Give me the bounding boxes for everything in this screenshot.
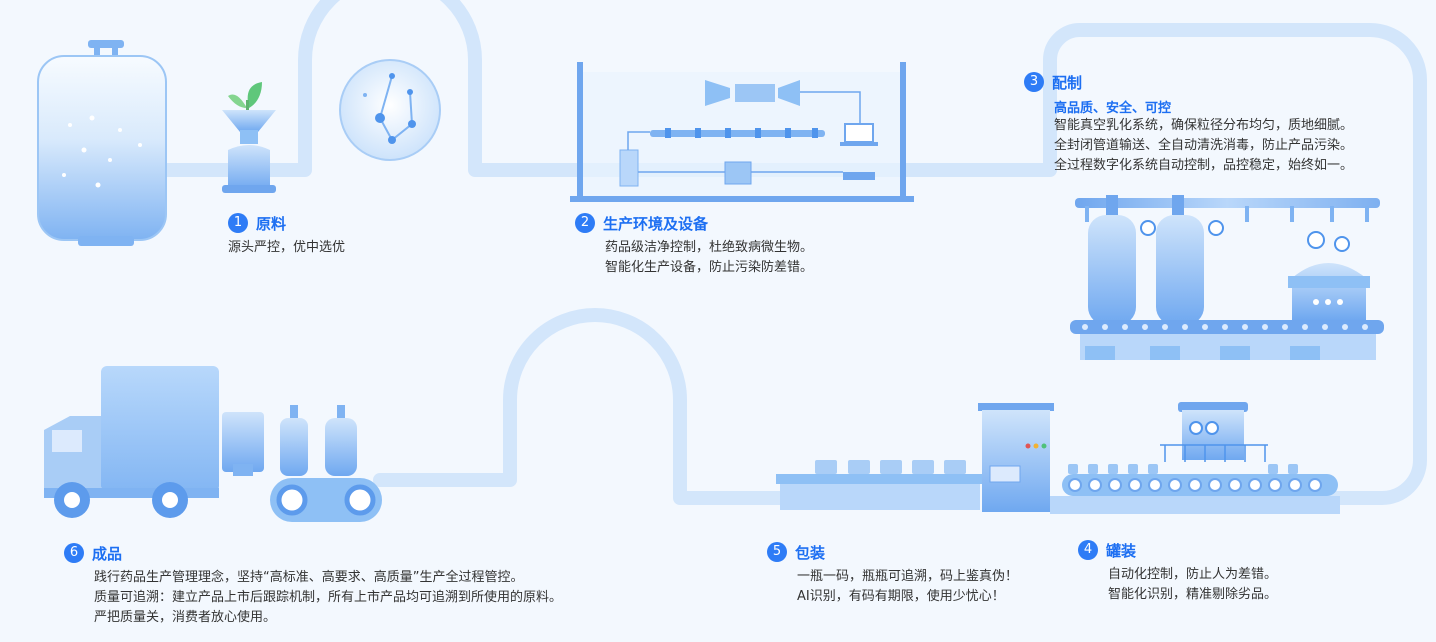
step-finished-product: 6 成品 践行药品生产管理理念，坚持“高标准、高要求、高质量”生产全过程管控。 … bbox=[64, 542, 562, 628]
step-title: 罐装 bbox=[1106, 541, 1137, 560]
mixing-tanks-icon bbox=[1070, 195, 1384, 360]
step-description: 智能真空乳化系统，确保粒径分布均匀，质地细腻。 bbox=[1054, 118, 1354, 133]
step-number: 5 bbox=[767, 542, 787, 562]
funnel-with-sprout-icon bbox=[222, 82, 276, 193]
step-number: 1 bbox=[228, 213, 248, 233]
step-number: 2 bbox=[575, 213, 595, 233]
step-description: 质量可追溯：建立产品上市后跟踪机制，所有上市产品均可追溯到所使用的原料。 bbox=[94, 590, 563, 605]
step-description: 全过程数字化系统自动控制，品控稳定，始终如一。 bbox=[1054, 158, 1354, 173]
step-description: 自动化控制，防止人为差错。 bbox=[1108, 567, 1278, 582]
step-filling: 4 罐装 自动化控制，防止人为差错。 智能化识别，精准剔除劣品。 bbox=[1078, 539, 1277, 605]
step-raw-material: 1 原料 源头严控，优中选优 bbox=[228, 212, 345, 258]
step-description: 践行药品生产管理理念，坚持“高标准、高要求、高质量”生产全过程管控。 bbox=[94, 570, 524, 585]
step-number: 4 bbox=[1078, 540, 1098, 560]
step-environment-equipment: 2 生产环境及设备 药品级洁净控制，杜绝致病微生物。 智能化生产设备，防止污染防… bbox=[575, 212, 813, 278]
step-description: 药品级洁净控制，杜绝致病微生物。 bbox=[605, 240, 814, 255]
step-title: 成品 bbox=[92, 544, 123, 563]
step-number: 3 bbox=[1024, 72, 1044, 92]
delivery-truck-icon bbox=[44, 366, 382, 522]
step-packaging: 5 包装 一瓶一码，瓶瓶可追溯，码上鉴真伪！ AI识别，有码有期限，使用少忧心！ bbox=[767, 541, 1018, 607]
cleanroom-equipment-icon bbox=[570, 62, 914, 202]
step-title: 原料 bbox=[256, 214, 287, 233]
storage-tank-icon bbox=[37, 40, 167, 246]
step-title: 配制 bbox=[1052, 73, 1083, 92]
molecule-icon bbox=[339, 59, 441, 161]
step-description: 智能化生产设备，防止污染防差错。 bbox=[605, 260, 814, 275]
step-description: 一瓶一码，瓶瓶可追溯，码上鉴真伪！ bbox=[797, 569, 1019, 584]
filling-line-icon bbox=[1062, 402, 1338, 496]
step-description: 严把质量关，消费者放心使用。 bbox=[94, 610, 277, 625]
step-number: 6 bbox=[64, 543, 84, 563]
step-description: AI识别，有码有期限，使用少忧心！ bbox=[797, 589, 1005, 604]
step-title: 包装 bbox=[795, 543, 826, 562]
step-preparation: 3 配制 高品质、安全、可控 智能真空乳化系统，确保粒径分布均匀，质地细腻。 全… bbox=[1024, 71, 1353, 176]
step-description: 全封闭管道输送、全自动清洗消毒，防止产品污染。 bbox=[1054, 138, 1354, 153]
packaging-line-icon bbox=[776, 403, 1340, 514]
connecting-pipe bbox=[158, 0, 1427, 505]
step-description: 源头严控，优中选优 bbox=[228, 240, 346, 255]
step-description: 智能化识别，精准剔除劣品。 bbox=[1108, 587, 1278, 602]
step-title: 生产环境及设备 bbox=[603, 214, 709, 233]
step-subtitle: 高品质、安全、可控 bbox=[1054, 101, 1172, 116]
